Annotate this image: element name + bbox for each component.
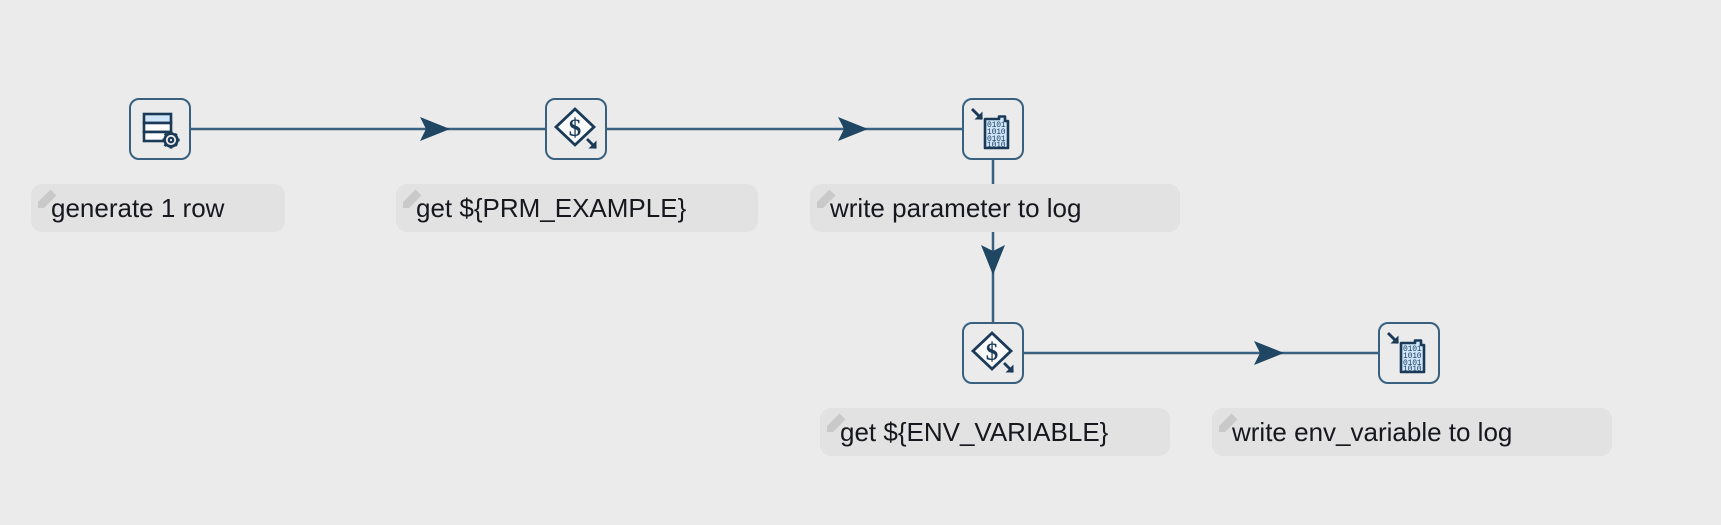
- node-get-prm-example[interactable]: $: [545, 98, 607, 160]
- binary-row-3: 1010: [987, 141, 1006, 150]
- node-generate-rows[interactable]: [129, 98, 191, 160]
- label-write-env-variable-to-log[interactable]: write env_variable to log: [1212, 408, 1612, 456]
- node-label-text: write parameter to log: [830, 193, 1082, 223]
- edge-generate-to-get-prm: [191, 117, 545, 141]
- write-to-log-icon: 0101 1010 0101 1010: [969, 105, 1017, 153]
- node-get-env-variable[interactable]: $: [962, 322, 1024, 384]
- edge-get-env-to-write-env-log: [1024, 341, 1378, 365]
- node-write-env-variable-to-log[interactable]: 0101 1010 0101 1010: [1378, 322, 1440, 384]
- node-label-text: get ${ENV_VARIABLE}: [840, 417, 1109, 447]
- binary-row-0: 0101: [987, 121, 1006, 130]
- write-to-log-icon: 0101 1010 0101 1010: [1385, 329, 1433, 377]
- node-label-text: generate 1 row: [51, 193, 225, 223]
- dollar-diamond-icon: $: [969, 329, 1017, 377]
- table-gear-icon: [138, 107, 182, 151]
- binary-row-0: 0101: [1403, 345, 1422, 354]
- binary-row-1: 1010: [1403, 352, 1422, 361]
- label-get-prm-example[interactable]: get ${PRM_EXAMPLE}: [396, 184, 758, 232]
- node-label-text: get ${PRM_EXAMPLE}: [416, 193, 687, 223]
- label-generate-rows[interactable]: generate 1 row: [31, 184, 285, 232]
- node-label-text: write env_variable to log: [1232, 417, 1513, 447]
- binary-row-3: 1010: [1403, 365, 1422, 374]
- label-get-env-variable[interactable]: get ${ENV_VARIABLE}: [820, 408, 1170, 456]
- node-write-parameter-to-log[interactable]: 0101 1010 0101 1010: [962, 98, 1024, 160]
- label-write-parameter-to-log[interactable]: write parameter to log: [810, 184, 1180, 232]
- edge-get-prm-to-write-log: [607, 117, 962, 141]
- dollar-symbol: $: [986, 339, 999, 366]
- binary-row-1: 1010: [987, 128, 1006, 137]
- binary-row-2: 0101: [1403, 359, 1422, 368]
- dollar-symbol: $: [569, 115, 582, 142]
- binary-row-2: 0101: [987, 135, 1006, 144]
- dollar-diamond-icon: $: [552, 105, 600, 153]
